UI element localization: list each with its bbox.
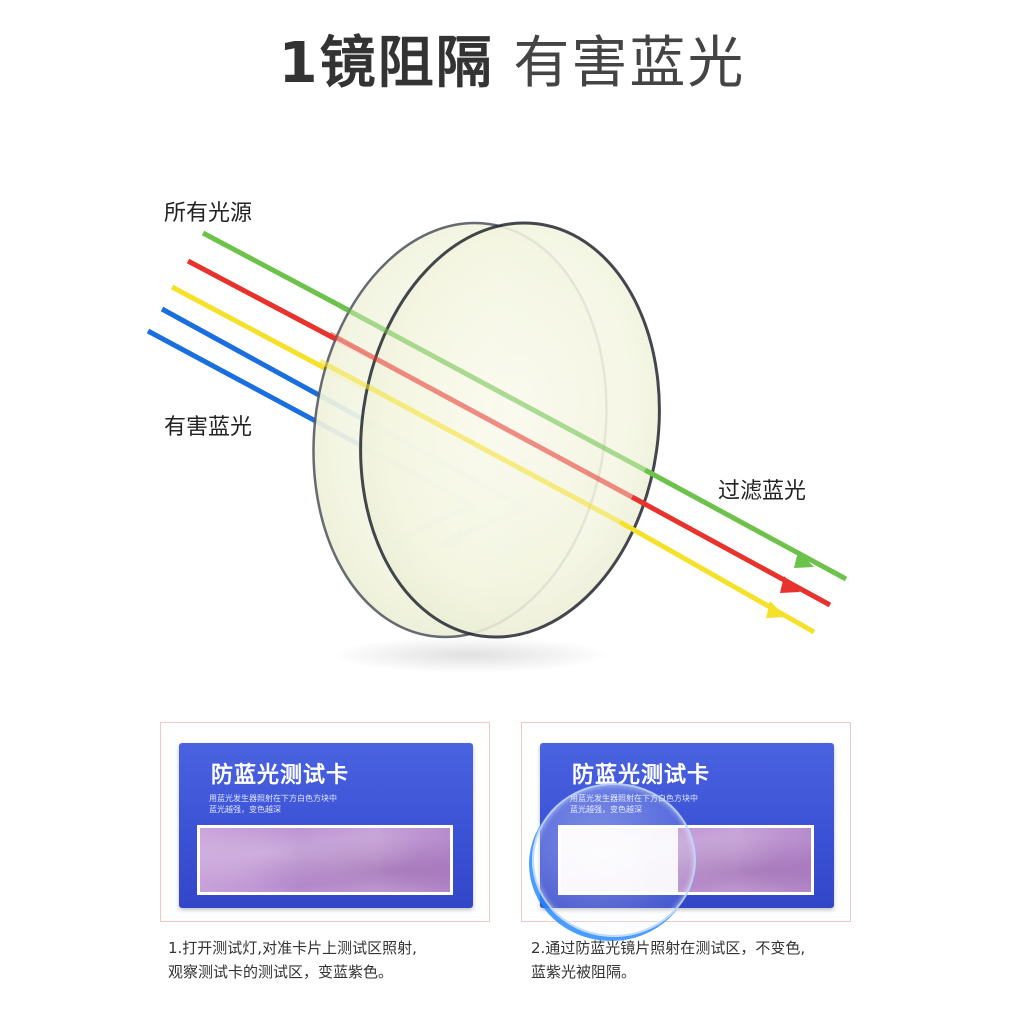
through-rays: [318, 303, 647, 525]
caption-step-2: 2.通过防蓝光镜片照射在测试区，不变色, 蓝紫光被阻隔。: [531, 936, 805, 984]
card-desc-line-2: 蓝光越强，变色越深: [209, 805, 281, 814]
yellow-arrowhead: [766, 601, 786, 618]
title-light: 有害蓝光: [513, 31, 746, 96]
red-arrowhead: [780, 576, 800, 593]
card-desc-line-1: 用蓝光发生器照射在下方白色方块中: [209, 794, 337, 803]
card-description: 用蓝光发生器照射在下方白色方块中 蓝光越强，变色越深: [209, 793, 449, 815]
blue-light-diagram: 所有光源 有害蓝光 过滤蓝光: [146, 201, 848, 673]
test-card: 防蓝光测试卡 用蓝光发生器照射在下方白色方块中 蓝光越强，变色越深: [179, 743, 473, 908]
card-title: 防蓝光测试卡: [211, 763, 350, 788]
lens-shadow: [330, 637, 610, 673]
label-harmful-blue: 有害蓝光: [164, 415, 252, 440]
label-filtered-blue: 过滤蓝光: [718, 479, 806, 504]
green-arrowhead: [794, 551, 814, 568]
test-panel-left: 防蓝光测试卡 用蓝光发生器照射在下方白色方块中 蓝光越强，变色越深: [160, 722, 490, 922]
label-all-light: 所有光源: [164, 201, 252, 226]
outgoing-rays: [618, 467, 848, 635]
test-area-purple: [197, 825, 453, 895]
ray-red-out: [630, 494, 832, 608]
test-panel-right: 防蓝光测试卡 用蓝光发生器照射在下方白色方块中 蓝光越强，变色越深: [521, 722, 851, 937]
page-title: 1镜阻隔 有害蓝光: [0, 28, 1024, 100]
lens-over-card: [532, 783, 696, 937]
title-bold: 1镜阻隔: [278, 31, 494, 96]
ray-green-out: [643, 467, 848, 582]
caption-line: 蓝紫光被阻隔。: [531, 963, 637, 981]
caption-step-1: 1.打开测试灯,对准卡片上测试区照射, 观察测试卡的测试区，变蓝紫色。: [168, 936, 417, 984]
test-card-with-lens: 防蓝光测试卡 用蓝光发生器照射在下方白色方块中 蓝光越强，变色越深: [532, 743, 834, 937]
card-title: 防蓝光测试卡: [572, 763, 711, 788]
caption-line: 1.打开测试灯,对准卡片上测试区照射,: [168, 939, 417, 957]
caption-line: 2.通过防蓝光镜片照射在测试区，不变色,: [531, 939, 806, 957]
caption-line: 观察测试卡的测试区，变蓝紫色。: [168, 963, 394, 981]
